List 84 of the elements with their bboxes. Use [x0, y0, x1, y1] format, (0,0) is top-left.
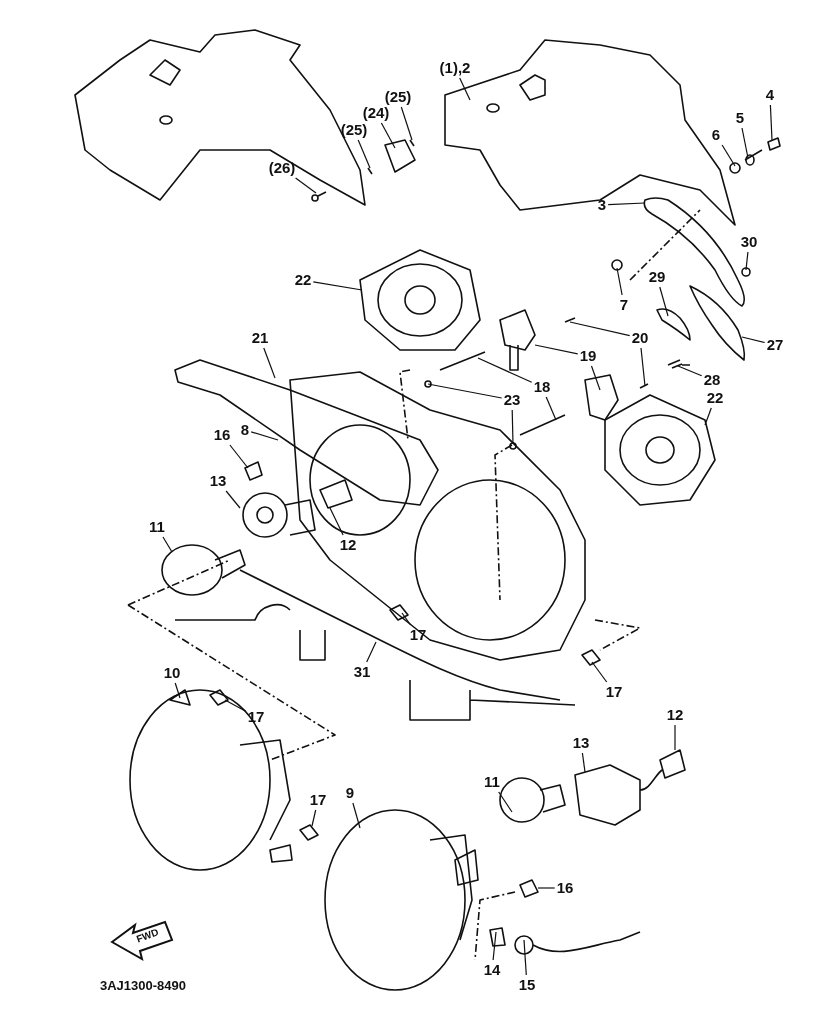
callout-number: (25)	[384, 89, 412, 105]
callout-number: 4	[765, 87, 775, 103]
callout-number: 10	[163, 665, 181, 681]
leader-line	[427, 383, 503, 399]
leader-line	[569, 321, 631, 337]
callout-number: 31	[353, 664, 371, 680]
leader-line	[590, 365, 601, 391]
callout-number: 5	[735, 110, 745, 126]
leader-line	[401, 612, 412, 626]
leader-line	[400, 106, 413, 141]
callout-number: 13	[209, 473, 227, 489]
leader-line	[534, 344, 579, 355]
callout-number: 16	[556, 880, 574, 896]
leader-line	[704, 407, 712, 426]
leader-line	[357, 139, 371, 169]
callout-number: 20	[631, 330, 649, 346]
leader-line	[162, 536, 173, 553]
callout-number: (1),2	[439, 60, 471, 76]
callout-number: 18	[533, 379, 551, 395]
leader-line	[607, 202, 646, 206]
callout-number: 28	[703, 372, 721, 388]
leader-line	[677, 365, 703, 377]
leader-line	[741, 336, 766, 344]
callout-number: 7	[619, 297, 629, 313]
callout-number: 17	[247, 709, 265, 725]
leader-line	[511, 409, 514, 445]
leader-line	[640, 347, 646, 387]
leader-line	[581, 752, 586, 773]
callout-number: 15	[518, 977, 536, 993]
callout-number: 3	[597, 197, 607, 213]
callout-number: 21	[251, 330, 269, 346]
leader-line	[250, 431, 279, 441]
leader-line	[741, 127, 749, 159]
leader-line	[537, 887, 556, 889]
callout-number: 11	[484, 774, 500, 790]
leader-line	[459, 77, 471, 101]
leader-line	[263, 347, 276, 379]
callout-number: 11	[149, 519, 165, 535]
leader-line	[721, 144, 736, 167]
leader-line	[295, 177, 317, 194]
leader-line	[224, 699, 247, 712]
callout-number: (24)	[362, 105, 390, 121]
callout-number: 14	[483, 962, 501, 978]
callout-number: 12	[666, 707, 684, 723]
callout-number: 29	[648, 269, 666, 285]
leader-line	[311, 809, 317, 827]
leader-line	[523, 939, 527, 976]
callout-number: 22	[294, 272, 312, 288]
callout-number: 16	[213, 427, 231, 443]
leader-line	[498, 791, 513, 813]
callout-number: 27	[766, 337, 784, 353]
leader-line	[674, 724, 676, 751]
callout-number: 22	[706, 390, 724, 406]
callout-number: 19	[579, 348, 597, 364]
leader-line	[229, 444, 249, 469]
callout-number: 8	[240, 422, 250, 438]
callout-number: 12	[339, 537, 357, 553]
callout-number: (25)	[340, 122, 368, 138]
leader-line	[225, 490, 241, 509]
leader-line	[616, 267, 623, 296]
leader-line	[380, 122, 396, 149]
leader-line	[312, 281, 363, 291]
callout-number: 13	[572, 735, 590, 751]
direction-label: FWD	[134, 926, 160, 945]
leader-line	[591, 661, 608, 683]
leader-line	[174, 682, 181, 699]
leader-line	[366, 641, 377, 663]
leader-line	[545, 396, 557, 421]
leader-line	[329, 507, 344, 536]
callout-number: 17	[409, 627, 427, 643]
leader-line	[492, 931, 497, 961]
leader-line	[659, 286, 669, 317]
leader-line	[769, 104, 773, 141]
leader-line	[745, 251, 749, 271]
callout-number: 6	[711, 127, 721, 143]
callout-number: 9	[345, 785, 355, 801]
callout-number: 23	[503, 392, 521, 408]
callout-number: (26)	[268, 160, 296, 176]
callout-number: 30	[740, 234, 758, 250]
leader-line	[477, 357, 533, 383]
leader-line	[352, 802, 361, 829]
part-number: 3AJ1300-8490	[100, 978, 187, 993]
callout-number: 17	[605, 684, 623, 700]
callout-number: 17	[309, 792, 327, 808]
